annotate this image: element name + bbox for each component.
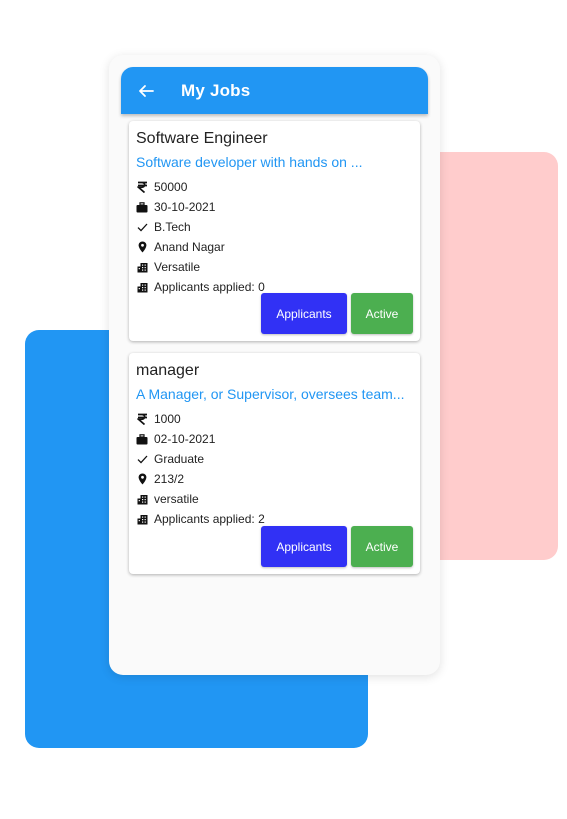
salary-value: 50000 [154,180,188,194]
building-icon [136,281,148,293]
job-title: Software Engineer [136,130,268,147]
date-value: 30-10-2021 [154,200,216,214]
qualification-value: Graduate [154,452,205,466]
location-value: Anand Nagar [154,240,225,254]
location-value: 213/2 [154,472,185,486]
company-row: Versatile [136,257,412,277]
job-description: A Manager, or Supervisor, oversees team.… [136,386,405,402]
job-title: manager [136,362,200,379]
qualification-value: B.Tech [154,220,191,234]
building-icon [136,493,148,505]
salary-row: 1000 [136,409,412,429]
job-card[interactable]: Software Engineer Software developer wit… [129,121,420,341]
rupee-icon [136,413,148,425]
check-icon [136,221,148,233]
phone-frame: My Jobs Software Engineer Software devel… [109,55,440,675]
applicants-count: Applicants applied: 0 [154,280,265,294]
applicants-row: Applicants applied: 0 [136,277,412,297]
applicants-count: Applicants applied: 2 [154,512,265,526]
location-pin-icon [136,473,148,485]
job-card[interactable]: manager A Manager, or Supervisor, overse… [129,353,420,574]
location-row: 213/2 [136,469,412,489]
qualification-row: B.Tech [136,217,412,237]
company-value: Versatile [154,260,201,274]
back-arrow-icon[interactable] [135,80,157,102]
briefcase-icon [136,201,148,213]
location-pin-icon [136,241,148,253]
location-row: Anand Nagar [136,237,412,257]
check-icon [136,453,148,465]
applicants-row: Applicants applied: 2 [136,509,412,529]
date-value: 02-10-2021 [154,432,216,446]
active-button[interactable]: Active [351,293,413,334]
briefcase-icon [136,433,148,445]
building-icon [136,261,148,273]
company-row: versatile [136,489,412,509]
salary-value: 1000 [154,412,181,426]
salary-row: 50000 [136,177,412,197]
date-row: 30-10-2021 [136,197,412,217]
app-bar: My Jobs [121,67,428,114]
page-title: My Jobs [181,80,251,100]
building-icon [136,513,148,525]
applicants-button[interactable]: Applicants [261,526,347,567]
active-button[interactable]: Active [351,526,413,567]
rupee-icon [136,181,148,193]
date-row: 02-10-2021 [136,429,412,449]
company-value: versatile [154,492,199,506]
job-description: Software developer with hands on ... [136,154,363,170]
applicants-button[interactable]: Applicants [261,293,347,334]
qualification-row: Graduate [136,449,412,469]
